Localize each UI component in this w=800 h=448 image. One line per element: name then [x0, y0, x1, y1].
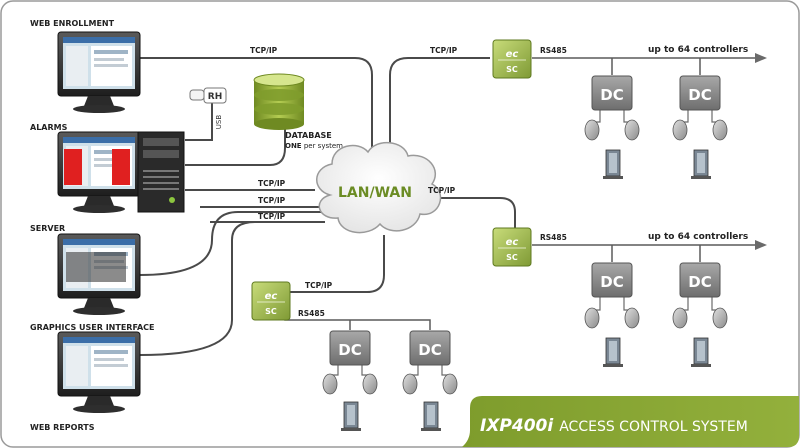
workstation-label: ALARMS [30, 123, 68, 132]
branch-note: up to 64 controllers [648, 232, 748, 242]
satellite-controller-3: ec SC [251, 281, 291, 321]
cloud-label: LAN/WAN [338, 185, 412, 201]
usb-label: USB [215, 115, 223, 130]
door-icon [420, 401, 442, 432]
door-icon [602, 149, 624, 180]
tcpip-label: TCP/IP [258, 196, 286, 205]
product-name: IXP400i [480, 416, 554, 436]
network-cables [139, 57, 516, 356]
branch-note: up to 64 controllers [648, 45, 748, 55]
sc-line1: ec [506, 237, 519, 248]
tcpip-label: TCP/IP [258, 212, 286, 221]
workstation-label: GRAPHICS USER INTERFACE [30, 323, 155, 332]
rs485-label: RS485 [540, 46, 567, 55]
workstation-label: SERVER [30, 224, 65, 233]
door-controller-3b: DC [402, 330, 458, 432]
door-controller-1a: DC [584, 75, 640, 180]
tcpip-label: TCP/IP [430, 46, 458, 55]
dc-label: DC [600, 86, 623, 104]
title-band [462, 396, 799, 447]
product-subtitle: ACCESS CONTROL SYSTEM [559, 419, 748, 435]
workstation-server [57, 233, 141, 316]
rs485-label: RS485 [540, 233, 567, 242]
satellite-controller-2: ec SC [492, 227, 532, 267]
sc-line2: SC [506, 65, 518, 74]
door-controller-2b: DC [672, 262, 728, 368]
dc-label: DC [418, 341, 441, 359]
sc-line1: ec [265, 291, 278, 302]
workstation-label: WEB REPORTS [30, 423, 95, 432]
tcpip-label: TCP/IP [305, 281, 333, 290]
door-icon [602, 337, 624, 368]
rh-label: RH [208, 92, 222, 102]
dc-label: DC [688, 86, 711, 104]
cloud-icon [316, 142, 442, 234]
workstation-alarms [57, 131, 141, 214]
door-controller-3a: DC [322, 330, 378, 432]
system-title: IXP400i ACCESS CONTROL SYSTEM [480, 416, 748, 436]
alarm-screen-panel [112, 149, 130, 185]
database-icon [253, 73, 305, 130]
dc-label: DC [338, 341, 361, 359]
tcpip-label: TCP/IP [250, 46, 278, 55]
server-tower-icon [137, 131, 185, 213]
bus-arrowheads [755, 53, 767, 250]
sc-line2: SC [265, 307, 277, 316]
tcpip-label: TCP/IP [428, 186, 456, 195]
server-screen-panel [66, 252, 126, 282]
door-icon [690, 149, 712, 180]
rs485-label: RS485 [298, 309, 325, 318]
dc-label: DC [688, 273, 711, 291]
database-sublabel-bold: ONE [285, 142, 302, 150]
rh-reader-icon [189, 87, 227, 104]
database-label: DATABASE [285, 131, 332, 140]
workstation-label: WEB ENROLLMENT [30, 19, 115, 28]
database-sublabel-rest: per system [302, 142, 344, 150]
door-icon [340, 401, 362, 432]
sc-line1: ec [506, 49, 519, 60]
database-sublabel: ONE per system [285, 142, 343, 150]
tcpip-label: TCP/IP [258, 179, 286, 188]
dc-label: DC [600, 273, 623, 291]
door-icon [690, 337, 712, 368]
door-controller-2a: DC [584, 262, 640, 368]
door-controller-1b: DC [672, 75, 728, 180]
satellite-controller-1: ec SC [492, 39, 532, 79]
alarm-screen-panel [64, 149, 82, 185]
sc-line2: SC [506, 253, 518, 262]
